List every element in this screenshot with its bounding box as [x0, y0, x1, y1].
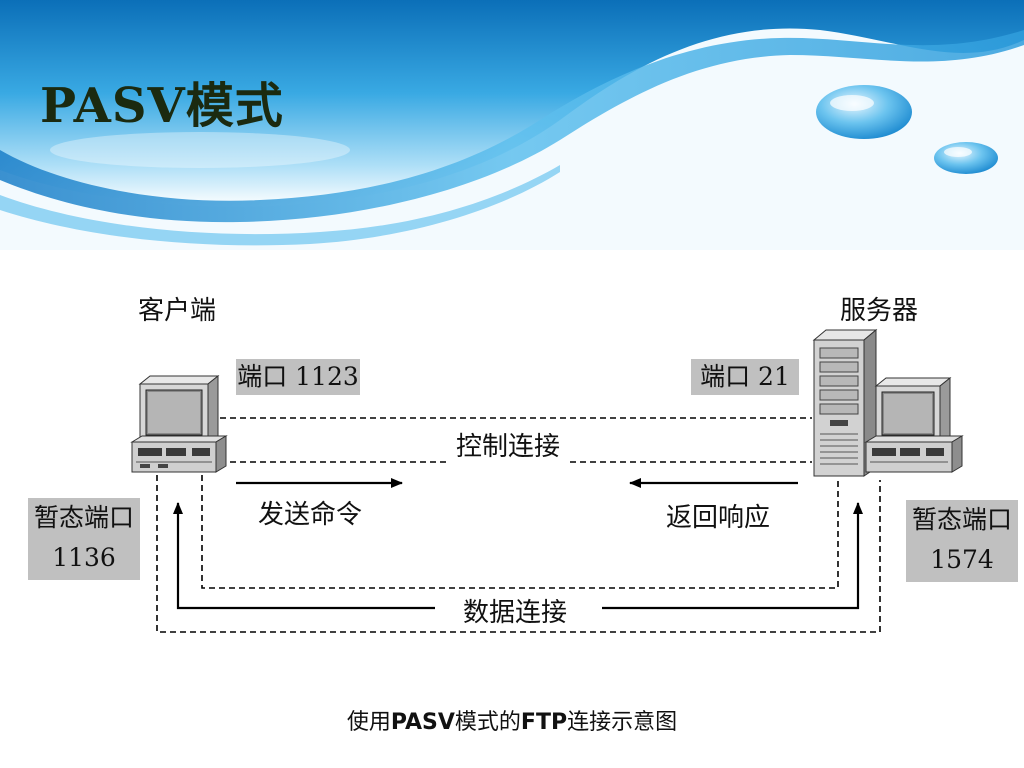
data-connection-right-arrow — [602, 502, 863, 610]
return-response-label: 返回响应 — [666, 503, 771, 533]
server-port-box: 端口 21 — [691, 359, 799, 395]
slide-title: PASV模式 — [40, 78, 284, 134]
data-connection-left-arrow — [173, 502, 435, 610]
control-connection-label: 控制连接 — [448, 426, 569, 463]
caption-prefix: 使用 — [346, 710, 391, 735]
client-label: 客户端 — [138, 296, 217, 326]
server-temp-port-box: 暂态端口 1574 — [906, 500, 1018, 582]
caption-ftp: FTP — [520, 710, 568, 735]
data-connection-outer-loop — [156, 475, 881, 633]
client-temp-port-number: 1136 — [52, 543, 116, 572]
header-wave-banner — [0, 0, 1024, 250]
client-temp-port-label: 暂态端口 — [33, 503, 134, 532]
data-connection-label: 数据连接 — [455, 592, 576, 629]
client-computer-icon — [130, 374, 228, 473]
client-port-box: 端口 1123 — [236, 359, 360, 395]
caption-mid: 模式的 — [454, 710, 521, 735]
data-connection-inner-loop — [201, 475, 839, 589]
server-label: 服务器 — [840, 296, 919, 326]
client-temp-port-box: 暂态端口 1136 — [28, 498, 140, 580]
server-temp-port-number: 1574 — [930, 545, 994, 574]
send-command-label: 发送命令 — [258, 500, 363, 530]
caption-pasv: PASV — [390, 710, 455, 735]
diagram-caption: 使用PASV模式的FTP连接示意图 — [0, 704, 1024, 736]
caption-suffix: 连接示意图 — [567, 710, 678, 735]
server-computer-icon — [864, 376, 964, 473]
server-temp-port-label: 暂态端口 — [911, 505, 1012, 534]
